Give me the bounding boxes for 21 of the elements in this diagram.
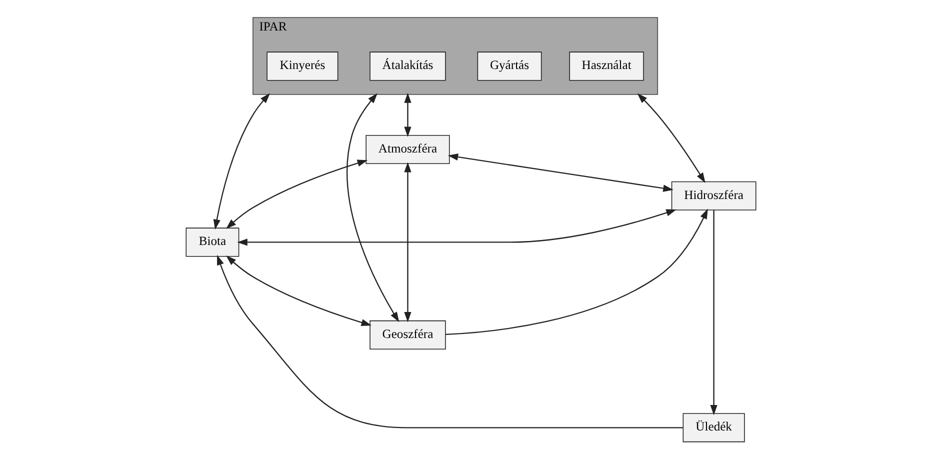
arrow [445,208,708,336]
node-box: Hidroszféra [670,181,756,210]
arrow [226,160,368,229]
arrow [236,209,676,246]
arrow [447,153,673,192]
node-box: Kinyerés [266,52,338,81]
node-box: Átalakítás [369,52,446,81]
node-box: Biota [185,228,239,257]
arrow [212,93,270,230]
arrow [404,92,411,137]
node-box: Gyártás [476,52,542,81]
arrow [346,93,399,322]
arrow [404,162,411,322]
node-box: Geoszféra [369,320,446,350]
arrow [710,210,717,416]
node-box: Használat [568,52,644,81]
arrow [636,93,705,183]
node-box: Üledék [682,413,744,442]
arrow [226,256,372,326]
node-box: Atmoszféra [365,134,450,164]
arrow [216,254,683,428]
